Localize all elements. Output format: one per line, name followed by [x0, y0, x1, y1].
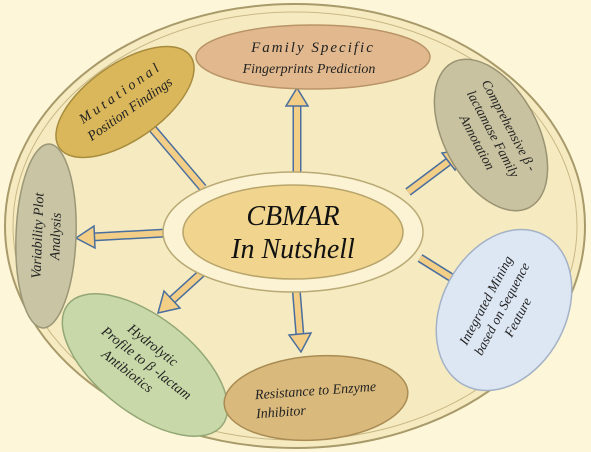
family-specific-line2: Fingerprints Prediction	[242, 62, 376, 77]
variability-line2: Analysis	[48, 212, 65, 261]
arrow-to-family-specific	[284, 86, 310, 172]
arrow-to-resistance	[287, 286, 313, 354]
arrow-to-hydrolytic	[156, 266, 209, 315]
center-title-line1: CBMAR	[246, 201, 339, 232]
node-resistance: Resistance to Enzyme Inhibitor	[223, 354, 409, 442]
arrow-to-variability	[74, 224, 167, 250]
node-integrated: Integrated Mining based on Sequence Feat…	[435, 228, 573, 392]
node-family-specific: Family Specific Fingerprints Prediction	[195, 24, 431, 90]
center-title-line2: In Nutshell	[230, 234, 355, 265]
node-hydrolytic: Hydrolytic Profile to β -lactam Antibiot…	[61, 293, 229, 437]
node-variability: Variability Plot Analysis	[15, 143, 77, 329]
variability-line1: Variability Plot	[30, 191, 48, 279]
center-ellipse	[182, 184, 404, 280]
resistance-line2: Inhibitor	[255, 404, 307, 423]
family-specific-line1: Family Specific	[250, 40, 375, 56]
